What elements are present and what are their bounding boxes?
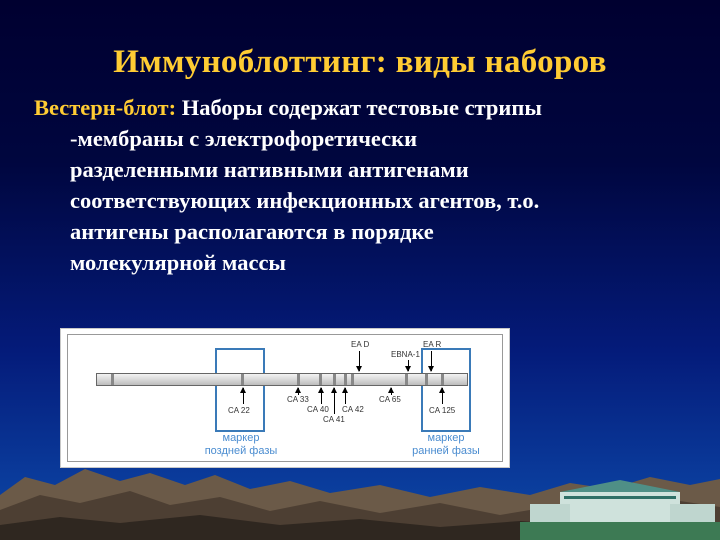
slide-title: Иммуноблоттинг: виды наборов [113, 44, 607, 80]
western-blot-figure: EA D EBNA-1 EA R CA 22 CA 33 CA 40 CA 42… [60, 328, 510, 468]
label-ca41: CA 41 [323, 415, 345, 424]
late-phase-marker-box [215, 348, 265, 432]
strip-band [441, 374, 444, 385]
label-ca125: CA 125 [429, 406, 456, 415]
early-phase-marker-line-1: маркер [427, 432, 465, 444]
late-phase-marker-line-1: маркер [222, 432, 260, 444]
body-line-4: соответствующих инфекционных агентов, т.… [70, 188, 540, 213]
body-line-6: молекулярной массы [70, 250, 287, 275]
strip-band [333, 374, 336, 385]
arrow-ca22 [240, 387, 246, 404]
label-ea-r: EA R [423, 340, 442, 349]
strip-band [319, 374, 322, 385]
arrow-ea-r [428, 351, 434, 372]
arrow-ea-d [356, 351, 362, 372]
strip-band [344, 374, 347, 385]
late-phase-marker-label: маркер поздней фазы [176, 432, 306, 458]
body-line-1: Вестерн-блот: Наборы содержат тестовые с… [34, 92, 694, 123]
arrow-ca65 [388, 387, 394, 395]
building-illustration [520, 480, 720, 540]
strip-band [425, 374, 428, 385]
arrow-ca40 [318, 387, 324, 404]
body-text: Вестерн-блот: Наборы содержат тестовые с… [34, 92, 694, 278]
strip-band [241, 374, 244, 385]
early-phase-marker-line-2: ранней фазы [412, 445, 480, 457]
late-phase-marker-line-2: поздней фазы [204, 445, 278, 457]
label-ebna1: EBNA-1 [391, 350, 420, 359]
label-ca22: CA 22 [228, 406, 250, 415]
body-line-3: разделенными нативными антигенами [70, 157, 469, 182]
test-strip [96, 373, 468, 386]
label-ca40: CA 40 [307, 405, 329, 414]
arrow-ebna1 [405, 360, 411, 372]
body-line-2: -мембраны с электрофоретически [70, 126, 418, 151]
western-blot-label: Вестерн-блот: [34, 95, 177, 120]
early-phase-marker-box [421, 348, 471, 432]
label-ea-d: EA D [351, 340, 370, 349]
strip-band [351, 374, 354, 385]
strip-band [297, 374, 300, 385]
early-phase-marker-label: маркер ранней фазы [391, 432, 501, 458]
figure-frame [67, 334, 503, 462]
label-ca42: CA 42 [342, 405, 364, 414]
arrow-ca42 [342, 387, 348, 404]
strip-band [405, 374, 408, 385]
strip-band [111, 374, 114, 385]
arrow-ca41 [331, 387, 337, 414]
arrow-ca125 [439, 387, 445, 404]
arrow-ca33 [295, 387, 301, 395]
body-line-1-text: Наборы содержат тестовые стрипы [176, 95, 542, 120]
body-line-5: антигены располагаются в порядке [70, 219, 434, 244]
label-ca33: CA 33 [287, 395, 309, 404]
label-ca65: CA 65 [379, 395, 401, 404]
